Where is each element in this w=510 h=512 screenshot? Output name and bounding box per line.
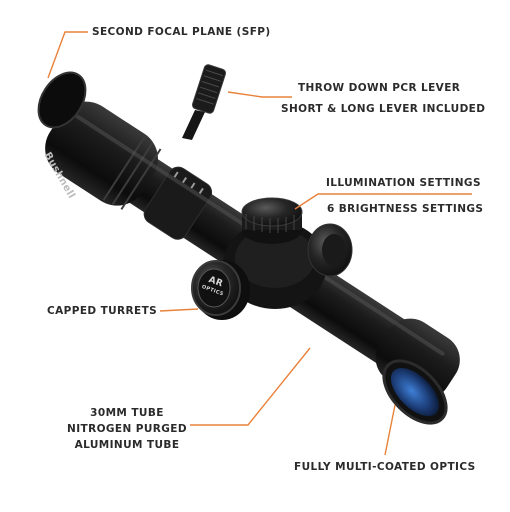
callout-lever-included: SHORT & LONG LEVER INCLUDED [281,103,486,115]
objective-lens [390,367,440,417]
callout-pcr-lever: THROW DOWN PCR LEVER [298,82,461,94]
callout-tube-group: 30MM TUBE NITROGEN PURGED ALUMINUM TUBE [62,407,192,452]
leader-pcr-lever [227,91,292,98]
leader-capped-turrets [159,308,199,312]
leader-optics [384,404,396,456]
callout-sfp: SECOND FOCAL PLANE (SFP) [92,26,271,38]
throw-lever [182,64,227,140]
callout-capped-turrets: CAPPED TURRETS [47,305,158,317]
callout-30mm-tube: 30MM TUBE [90,407,164,419]
leader-sfp [47,31,88,79]
callout-leaders [47,31,472,456]
callout-aluminum: ALUMINUM TUBE [74,439,180,451]
ocular-end [37,71,87,129]
leader-tube [190,347,311,426]
windage-turret [307,223,353,277]
capped-turret [191,260,250,320]
callout-illumination: ILLUMINATION SETTINGS [326,177,481,189]
callout-nitrogen: NITROGEN PURGED [67,423,187,435]
leader-illumination [294,193,472,210]
callout-brightness: 6 BRIGHTNESS SETTINGS [327,203,484,215]
illumination-knob [241,197,303,244]
callout-optics: FULLY MULTI-COATED OPTICS [294,461,476,473]
